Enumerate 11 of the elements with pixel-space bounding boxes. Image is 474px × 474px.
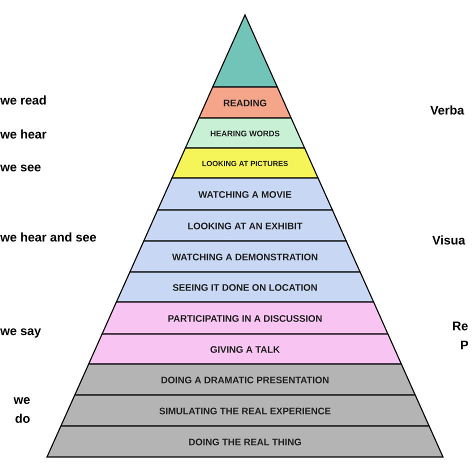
side-label: we hear and see [0,232,96,242]
side-label: Verba [430,105,464,115]
side-label: we do [14,397,30,423]
side-label: Visua [432,235,466,245]
side-label: we say [0,328,41,338]
side-label: P [461,340,468,350]
side-label: we read [0,95,46,105]
side-label: Re [453,322,468,330]
pyramid-band: DOING THE REAL THING [46,425,444,458]
side-label: we see [0,164,41,172]
side-label: we hear [0,129,46,139]
